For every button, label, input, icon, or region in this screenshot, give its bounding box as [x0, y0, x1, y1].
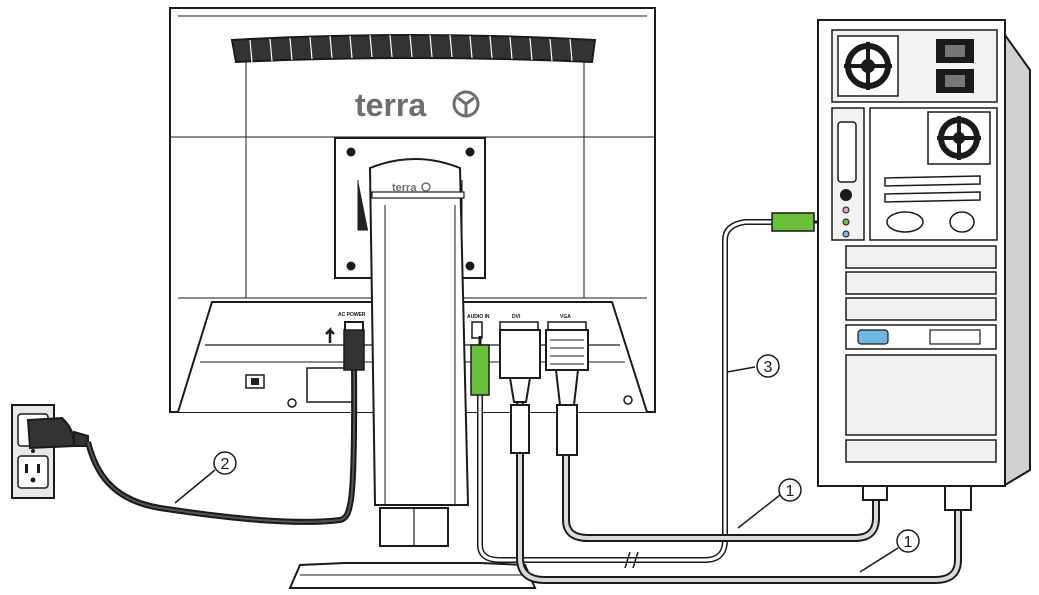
logo-globe-icon: [452, 90, 480, 118]
callout-dvi-cable: 1: [859, 529, 920, 573]
psu-fan-icon: [844, 42, 892, 90]
callout-number: 2: [221, 456, 230, 473]
vga-connector-monitor: [545, 329, 589, 371]
power-arrow-icon: [325, 326, 335, 343]
slot-1: [845, 245, 997, 269]
audio-port: [471, 321, 483, 339]
slot-5: [845, 439, 997, 463]
callout-power-cable: 2: [174, 451, 237, 504]
power-plug: [26, 416, 89, 450]
audio-jack-green: [842, 218, 850, 226]
audio-plug-monitor: [470, 344, 490, 396]
stand-logo-globe-icon: [421, 182, 431, 192]
stand-brand-text: terra: [392, 182, 417, 194]
callout-vga-cable: 1: [737, 478, 802, 529]
monitor-brand-text: terra: [355, 87, 426, 123]
monitor-stand: [288, 158, 537, 589]
callout-number: 1: [904, 534, 913, 551]
audio-cable: [470, 212, 832, 569]
audio-plug-pc: [771, 212, 815, 232]
cable-break-mark: [624, 551, 639, 569]
dvi-port-label: DVI: [512, 314, 521, 320]
slot-4: [845, 354, 997, 436]
slot-3: [845, 297, 997, 321]
callout-number: 3: [764, 359, 773, 376]
audio-port-label: AUDIO IN: [467, 314, 490, 320]
power-port-label: AC POWER: [338, 312, 366, 318]
pc-tower: [817, 19, 1031, 487]
callout-audio-cable: 3: [726, 354, 780, 378]
audio-jack-blue: [842, 230, 850, 238]
vga-ferrite: [556, 404, 578, 456]
slot-2: [845, 271, 997, 295]
audio-jack-pink: [842, 206, 850, 214]
callout-number: 1: [786, 483, 795, 500]
monitor-logo: terra: [355, 87, 480, 123]
dvi-ferrite: [510, 404, 530, 454]
stand-logo: terra: [392, 182, 431, 194]
vga-port-label: VGA: [560, 314, 571, 320]
dvi-connector-monitor: [499, 329, 541, 379]
vent-grille: [230, 34, 597, 64]
rear-fan-icon: [937, 116, 981, 160]
serial-port: [837, 121, 857, 183]
